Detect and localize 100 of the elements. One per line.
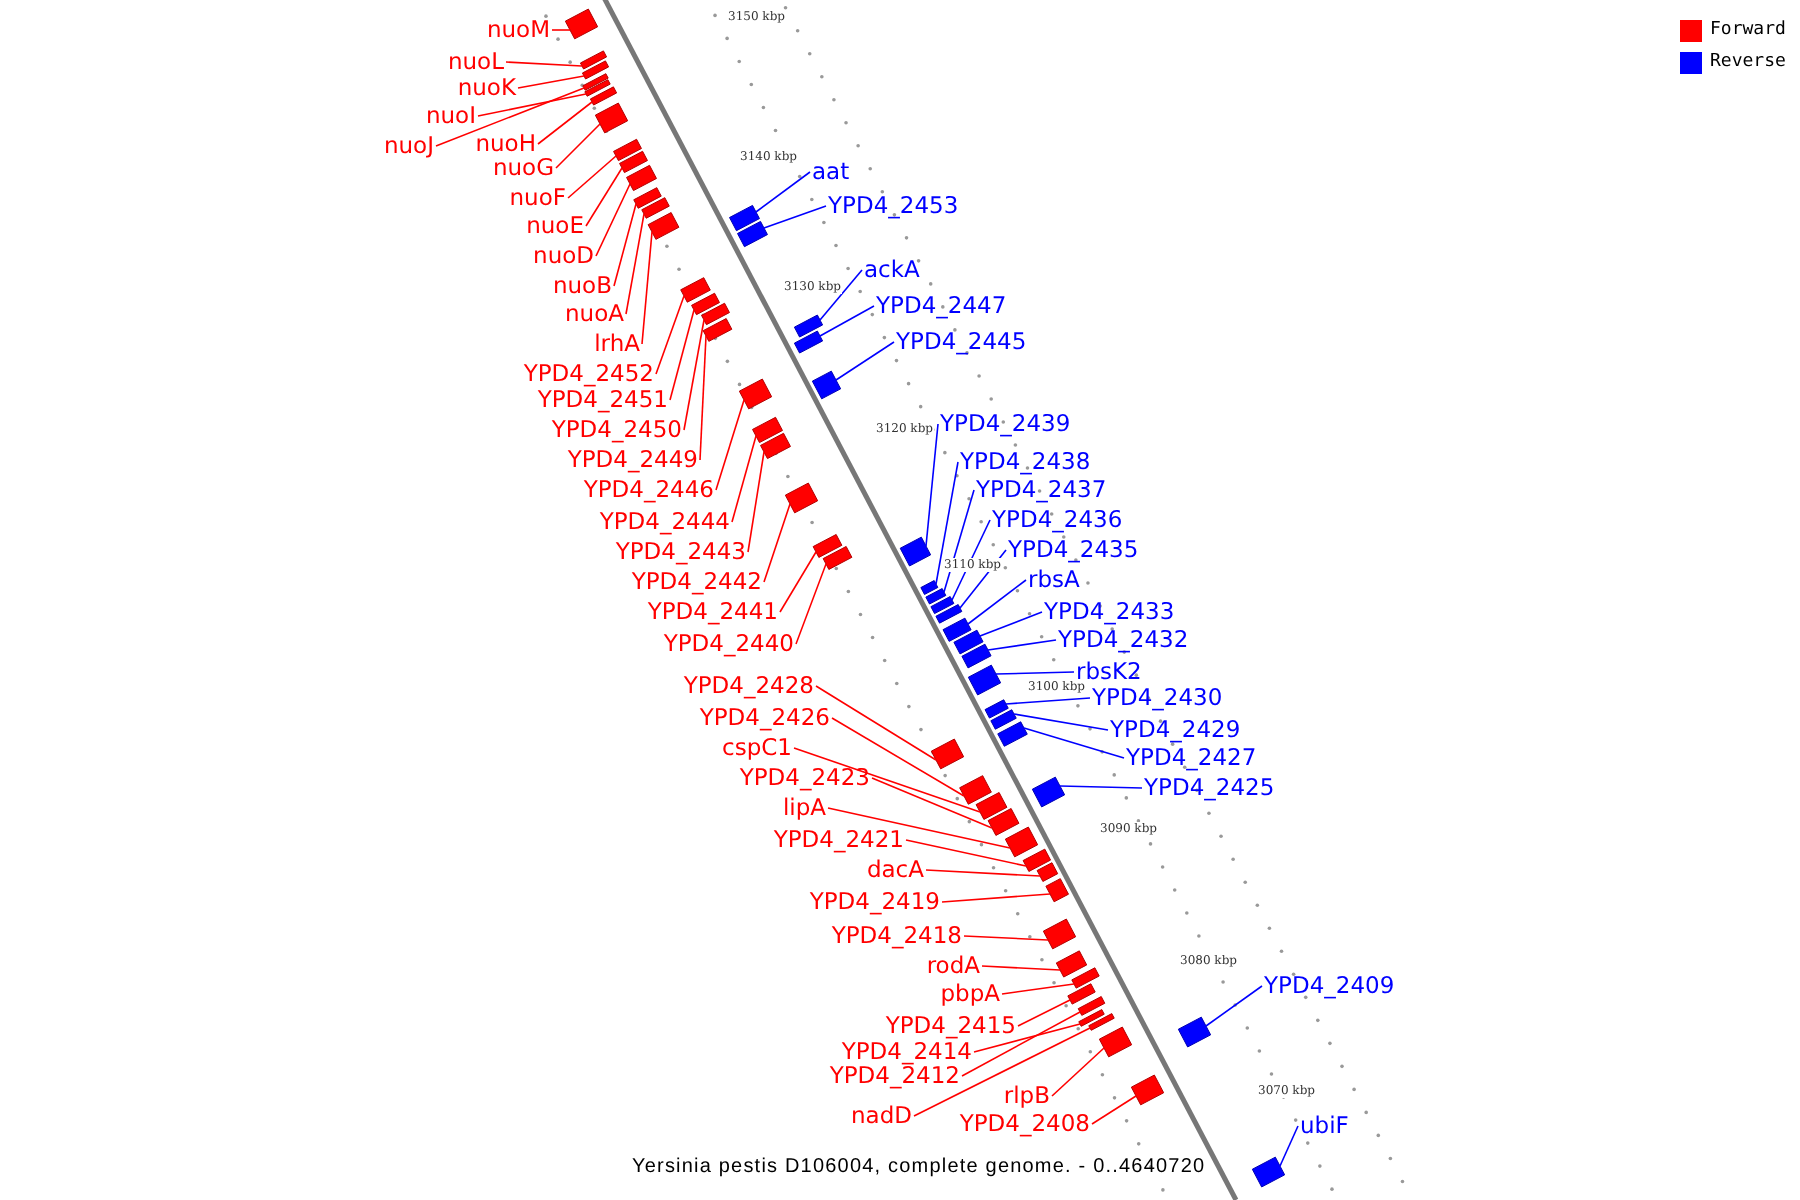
gene-label: YPD4_2426	[699, 705, 830, 731]
gene-label: nuoM	[486, 17, 550, 43]
leader-line	[505, 61, 583, 67]
leader-line	[755, 171, 811, 213]
gene-block	[1067, 983, 1096, 1005]
leader-line	[1005, 697, 1091, 705]
leader-line	[973, 1023, 1081, 1053]
legend-label: Reverse	[1710, 52, 1786, 74]
gene-block	[641, 197, 670, 219]
gene-block	[581, 60, 610, 80]
leader-line	[1051, 1047, 1105, 1097]
gene-block	[737, 220, 768, 248]
gene-label: YPD4_2430	[1092, 685, 1223, 711]
leader-line	[819, 305, 875, 337]
leader-line	[905, 839, 1027, 867]
gene-block	[564, 8, 599, 40]
leader-line	[1205, 985, 1263, 1027]
gene-block	[1036, 862, 1059, 882]
gene-block	[930, 596, 955, 615]
leader-line	[683, 319, 705, 431]
gene-block	[1031, 776, 1066, 808]
gene-label: YPD4_2415	[885, 1013, 1016, 1039]
leader-line	[827, 807, 1011, 849]
gene-label: YPD4_2443	[615, 539, 746, 565]
leader-line	[641, 231, 653, 345]
gene-block	[1055, 950, 1088, 978]
leader-line	[669, 309, 695, 401]
leader-line	[747, 451, 765, 553]
gene-label: YPD4_2429	[1110, 717, 1241, 743]
gene-block	[633, 187, 662, 209]
gene-block	[1045, 878, 1069, 903]
leader-line	[987, 639, 1057, 651]
caption: Yersinia pestis D106004, complete genome. - 0..4640720	[632, 1156, 1206, 1180]
gene-label: rbsA	[1028, 567, 1080, 593]
gene-label: dacA	[866, 857, 924, 883]
gene-block	[930, 738, 965, 770]
leader-line	[1279, 1125, 1299, 1167]
gene-label: YPD4_2421	[773, 827, 904, 853]
gene-label: YPD4_2423	[739, 765, 870, 791]
leader-line	[435, 87, 585, 147]
leader-line	[625, 213, 645, 315]
leader-line	[831, 717, 965, 797]
gene-label: lipA	[782, 795, 826, 821]
gene-label: YPD4_2444	[599, 509, 730, 535]
leader-line	[731, 435, 757, 523]
gene-block	[702, 318, 733, 342]
gene-label: YPD4_2440	[663, 631, 794, 657]
leader-line	[477, 93, 587, 117]
gene-label: YPD4_2442	[631, 569, 762, 595]
gene-block	[822, 545, 853, 570]
gene-block	[691, 292, 720, 316]
gene-block	[990, 709, 1017, 730]
leader-line	[585, 167, 623, 227]
gene-label: pbpA	[940, 981, 1000, 1007]
gene-block	[647, 212, 680, 240]
gene-block	[793, 314, 824, 338]
leader-line	[537, 101, 593, 145]
gene-block	[925, 588, 947, 605]
gene-block	[760, 432, 791, 460]
gene-label: YPD4_2453	[828, 193, 959, 219]
gene-block	[811, 370, 842, 400]
leader-line	[941, 893, 1051, 903]
gene-label: YPD4_2447	[876, 293, 1007, 319]
gene-block	[812, 533, 843, 558]
leader-line	[913, 1027, 1091, 1117]
gene-label: nuoB	[552, 273, 612, 299]
gene-label: YPD4_2450	[551, 417, 682, 443]
leader-line	[1013, 713, 1109, 731]
gene-label: nuoD	[533, 243, 594, 269]
gene-label: nuoF	[509, 185, 566, 211]
gene-label: YPD4_2419	[809, 889, 940, 915]
gene-label: rlpB	[1003, 1083, 1050, 1109]
gene-block	[961, 643, 992, 669]
leader-line	[517, 75, 585, 89]
gene-block	[997, 721, 1028, 747]
gene-block	[584, 79, 611, 97]
gene-label: YPD4_2445	[896, 329, 1027, 355]
gene-block	[589, 86, 618, 106]
leader-line	[819, 269, 863, 321]
gene-block	[793, 330, 824, 354]
gene-label: YPD4_2414	[841, 1039, 972, 1065]
leader-line	[595, 183, 631, 257]
gene-label: rodA	[926, 953, 980, 979]
gene-label: YPD4_2439	[940, 411, 1071, 437]
leader-line	[995, 671, 1075, 675]
gene-block	[1004, 826, 1039, 858]
gene-block	[1177, 1016, 1212, 1048]
gene-label: nuoA	[565, 301, 624, 327]
legend-label: Forward	[1710, 20, 1786, 42]
gene-block	[626, 164, 657, 192]
gene-block	[784, 482, 819, 514]
gene-label: YPD4_2433	[1044, 599, 1175, 625]
gene-label: YPD4_2437	[976, 477, 1107, 503]
leader-line	[963, 935, 1049, 941]
gene-label: YPD4_2432	[1058, 627, 1189, 653]
gene-block	[984, 699, 1009, 719]
gene-label: ackA	[864, 257, 920, 283]
gene-label: nadD	[851, 1103, 912, 1129]
gene-label: ubiF	[1300, 1113, 1349, 1139]
gene-label: YPD4_2436	[992, 507, 1123, 533]
